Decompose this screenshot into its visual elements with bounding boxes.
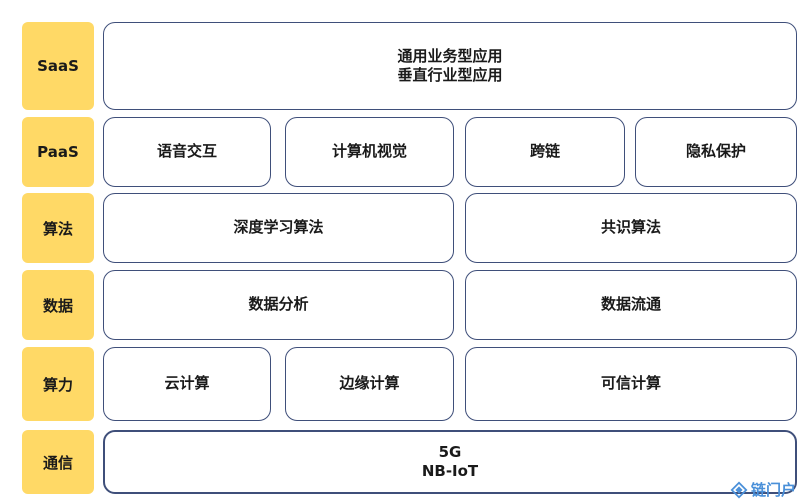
compute-cloud-box: 云计算 xyxy=(103,347,271,421)
paas-voice-label: 语音交互 xyxy=(156,142,217,161)
layer-label-data-text: 数据 xyxy=(42,296,73,315)
paas-vision-label: 计算机视觉 xyxy=(331,142,407,161)
layer-label-paas-text: PaaS xyxy=(37,143,79,161)
compute-edge-label: 边缘计算 xyxy=(339,374,400,393)
paas-voice-box: 语音交互 xyxy=(103,117,271,187)
paas-privacy-box: 隐私保护 xyxy=(635,117,797,187)
data-flow-box: 数据流通 xyxy=(465,270,797,340)
paas-cross-chain-box: 跨链 xyxy=(465,117,625,187)
communication-nb-iot: NB-IoT xyxy=(421,462,479,480)
layer-label-algorithm: 算法 xyxy=(22,193,94,263)
layer-label-data: 数据 xyxy=(22,270,94,340)
watermark: 链门户 xyxy=(730,479,796,500)
saas-box: 通用业务型应用 垂直行业型应用 xyxy=(103,22,797,110)
compute-trusted-box: 可信计算 xyxy=(465,347,797,421)
layer-label-compute-text: 算力 xyxy=(42,375,73,394)
paas-privacy-label: 隐私保护 xyxy=(685,142,746,161)
compute-cloud-label: 云计算 xyxy=(164,374,210,393)
algorithm-deep-learning-box: 深度学习算法 xyxy=(103,193,454,263)
layer-label-communication-text: 通信 xyxy=(42,453,73,472)
data-analysis-label: 数据分析 xyxy=(248,295,309,314)
paas-vision-box: 计算机视觉 xyxy=(285,117,454,187)
layer-label-communication: 通信 xyxy=(22,430,94,494)
layer-label-compute: 算力 xyxy=(22,347,94,421)
saas-general-app: 通用业务型应用 xyxy=(397,46,503,65)
watermark-logo-icon xyxy=(730,481,748,498)
compute-edge-box: 边缘计算 xyxy=(285,347,454,421)
data-flow-label: 数据流通 xyxy=(600,295,661,314)
communication-box: 5G NB-IoT xyxy=(103,430,797,494)
layer-label-paas: PaaS xyxy=(22,117,94,187)
compute-trusted-label: 可信计算 xyxy=(600,374,661,393)
layer-label-saas-text: SaaS xyxy=(37,57,79,75)
algorithm-consensus-box: 共识算法 xyxy=(465,193,797,263)
watermark-text: 链门户 xyxy=(750,481,796,499)
saas-vertical-app: 垂直行业型应用 xyxy=(397,66,503,84)
paas-cross-chain-label: 跨链 xyxy=(529,142,560,161)
layer-label-saas: SaaS xyxy=(22,22,94,110)
communication-5g: 5G xyxy=(438,442,462,461)
layer-label-algorithm-text: 算法 xyxy=(42,219,73,238)
algorithm-deep-learning-label: 深度学习算法 xyxy=(233,218,324,237)
algorithm-consensus-label: 共识算法 xyxy=(600,218,661,237)
data-analysis-box: 数据分析 xyxy=(103,270,454,340)
